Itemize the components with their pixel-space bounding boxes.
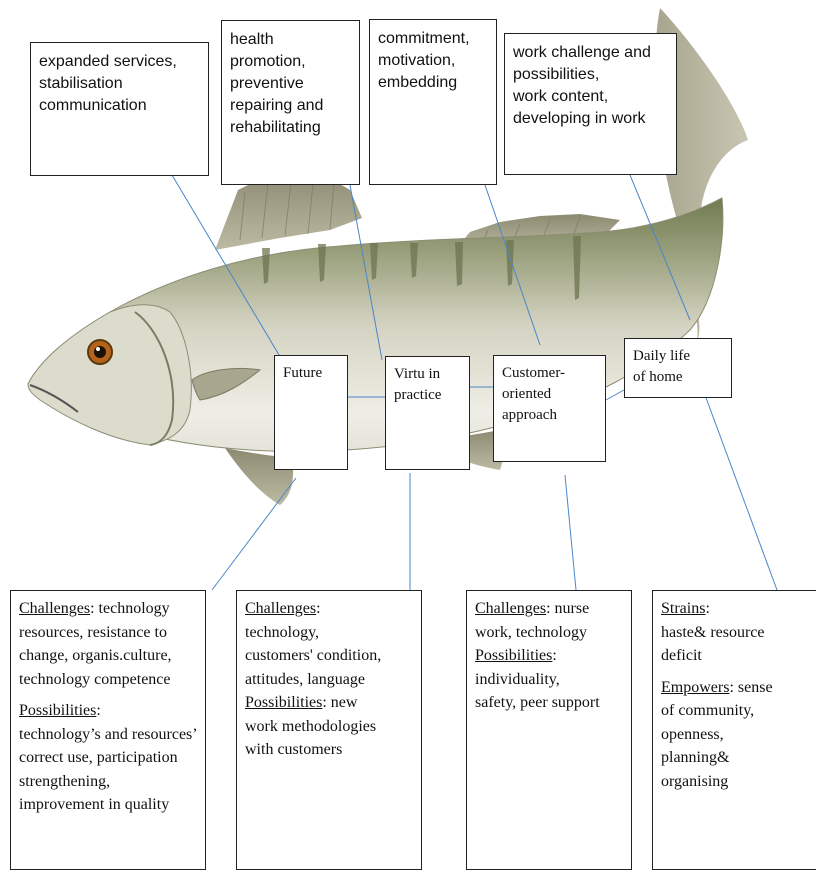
strains-text: Strains: haste& resource deficit	[661, 597, 809, 668]
bottom-box-future: Challenges: technology resources, resist…	[10, 590, 206, 870]
possibilities-text: Possibilities: new work methodologies wi…	[245, 691, 413, 762]
empowers-heading: Empowers	[661, 679, 729, 696]
top-box-health: health promotion, preventive repairing a…	[221, 20, 360, 185]
middle-box-daily: Daily life of home	[624, 338, 732, 398]
bottom-box-virtu: Challenges: technology, customers' condi…	[236, 590, 422, 870]
middle-box-virtu: Virtu in practice	[385, 356, 470, 470]
possibilities-text: Possibilities: technology’s and resource…	[19, 699, 197, 817]
strains-heading: Strains	[661, 600, 705, 617]
top-box-commitment: commitment, motivation, embedding	[369, 19, 497, 185]
possibilities-heading: Possibilities	[475, 647, 552, 664]
challenges-heading: Challenges	[245, 600, 316, 617]
bottom-box-daily: Strains: haste& resource deficit Empower…	[652, 590, 816, 870]
challenges-heading: Challenges	[475, 600, 546, 617]
middle-box-customer: Customer- oriented approach	[493, 355, 606, 462]
challenges-text: Challenges: technology resources, resist…	[19, 597, 197, 691]
possibilities-heading: Possibilities	[19, 702, 96, 719]
top-box-work: work challenge and possibilities, work c…	[504, 33, 677, 175]
possibilities-text: Possibilities: individuality, safety, pe…	[475, 644, 623, 715]
fish-head	[28, 305, 191, 445]
middle-box-future: Future	[274, 355, 348, 470]
challenges-heading: Challenges	[19, 600, 90, 617]
possibilities-heading: Possibilities	[245, 694, 322, 711]
top-box-services: expanded services, stabilisation communi…	[30, 42, 209, 176]
challenges-text: Challenges: technology, customers' condi…	[245, 597, 413, 691]
empowers-text: Empowers: sense of community, openness, …	[661, 676, 809, 794]
bottom-box-customer: Challenges: nurse work, technology Possi…	[466, 590, 632, 870]
challenges-text: Challenges: nurse work, technology	[475, 597, 623, 644]
